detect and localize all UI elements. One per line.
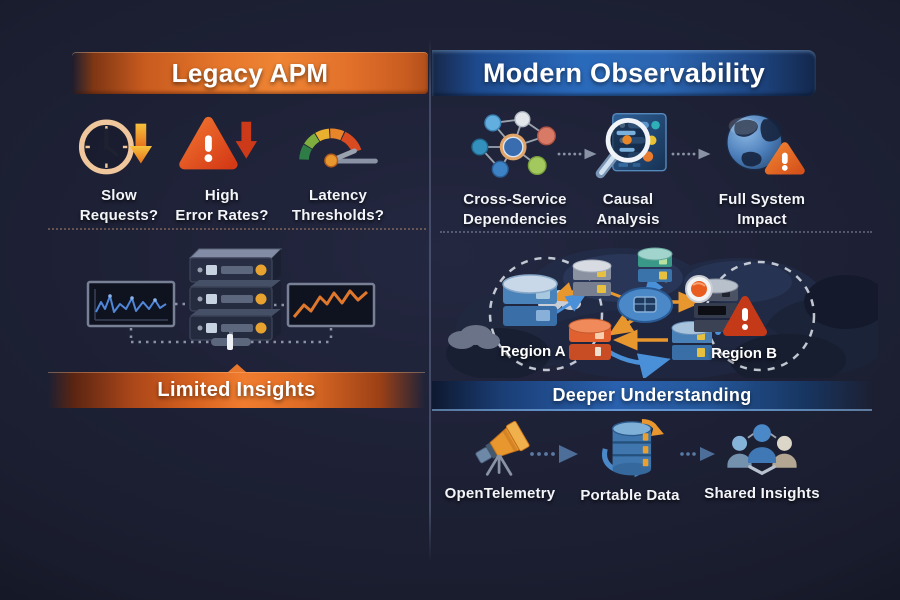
column-divider	[429, 38, 431, 562]
database-grey-icon	[572, 259, 612, 296]
flow-arrow-icon	[680, 447, 715, 461]
portable-data-icon	[602, 419, 664, 478]
pain-point-label: Slow Requests?	[79, 187, 159, 224]
foundation-opentelemetry: OpenTelemetry	[440, 418, 560, 504]
capability-full-system: Full System Impact	[698, 108, 826, 230]
latency-gauge-icon	[298, 128, 378, 168]
legacy-monitoring-diagram	[86, 248, 376, 350]
pain-point-label: High Error Rates?	[175, 187, 269, 224]
region-a-ring	[488, 256, 604, 372]
slow-clock-icon	[78, 119, 152, 175]
limited-insights-banner: Limited Insights	[48, 364, 425, 408]
flow-arrow-icon	[671, 148, 711, 160]
modern-observability-header: Modern Observability	[432, 50, 816, 96]
capability-label: Full System Impact	[718, 191, 806, 228]
alert-triangle-icon	[723, 296, 767, 336]
global-impact-icon	[726, 113, 805, 175]
legacy-apm-header: Legacy APM	[72, 52, 428, 94]
foundation-label: OpenTelemetry	[444, 485, 556, 502]
modern-section-separator	[440, 231, 872, 233]
region-a-label: Region A	[500, 343, 565, 360]
metric-chart-orange	[286, 282, 376, 328]
capability-label: Causal Analysis	[596, 191, 660, 228]
limited-insights-label: Limited Insights	[157, 379, 316, 401]
pain-point-label: Latency Thresholds?	[291, 187, 385, 224]
pain-point-slow-requests: Slow Requests?	[60, 112, 178, 226]
foundation-label: Portable Data	[580, 487, 680, 504]
legacy-apm-title: Legacy APM	[171, 58, 329, 88]
pain-point-latency: Latency Thresholds?	[272, 112, 404, 226]
foundation-portable-data: Portable Data	[570, 414, 690, 506]
server-stack-icon	[188, 248, 283, 341]
capability-label: Cross-Service Dependencies	[462, 191, 568, 228]
flow-arrow-icon	[530, 445, 578, 463]
legacy-section-separator	[48, 228, 426, 230]
database-blue-icon	[502, 274, 558, 326]
region-b-label: Region B	[711, 345, 777, 362]
error-rate-warning-icon	[178, 116, 257, 170]
service-map-icon	[471, 111, 556, 178]
central-service-node	[617, 287, 673, 323]
deeper-understanding-label: Deeper Understanding	[552, 385, 752, 405]
database-teal-icon	[637, 247, 673, 282]
multi-region-cloud-diagram: Region A Region B	[446, 247, 878, 378]
database-orange-icon	[568, 318, 612, 360]
telescope-icon	[475, 420, 530, 476]
flow-arrow-icon	[557, 148, 597, 160]
capability-cross-service: Cross-Service Dependencies	[448, 110, 582, 230]
foundation-label: Shared Insights	[704, 485, 820, 502]
capability-causal-analysis: Causal Analysis	[566, 108, 690, 230]
deeper-understanding-banner: Deeper Understanding	[432, 381, 872, 411]
foundation-shared-insights: Shared Insights	[700, 420, 824, 504]
shared-insights-icon	[727, 424, 797, 476]
pain-point-error-rates: High Error Rates?	[162, 112, 282, 226]
modern-observability-title: Modern Observability	[482, 58, 766, 88]
causal-analysis-icon	[595, 112, 667, 179]
metric-chart-blue	[86, 280, 176, 328]
